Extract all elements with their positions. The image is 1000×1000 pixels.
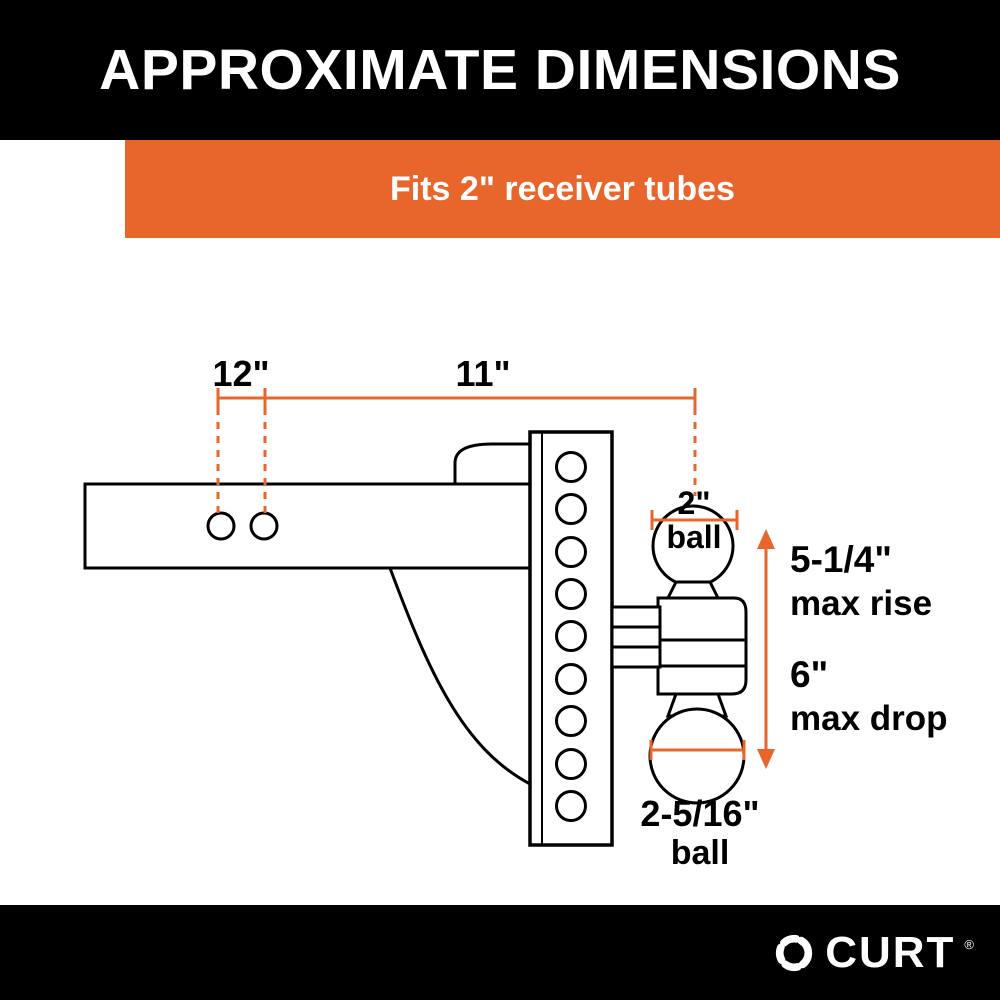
bottom-ball-word-label: ball: [671, 834, 730, 872]
hitch-dimension-diagram: 12" 11" 2" ball 5-1/4" max rise 6" max d…: [0, 238, 1000, 905]
adjustment-channel: [528, 430, 614, 847]
bottom-ball-size-label: 2-5/16": [640, 793, 759, 834]
bottom-ball: [648, 707, 746, 805]
receiver-banner-text: Fits 2" receiver tubes: [390, 169, 735, 208]
max-rise-value: 5-1/4": [790, 539, 892, 580]
ball-platform-block: [656, 596, 748, 696]
curt-logo: CURT ®: [772, 927, 974, 977]
top-ball-word-label: ball: [666, 519, 721, 555]
upper-weld-plate: [453, 442, 532, 486]
lower-gusset-plate: [387, 566, 532, 787]
receiver-banner: Fits 2" receiver tubes: [125, 140, 1000, 238]
shank-bar: [83, 482, 532, 570]
dual-ball-mount: [610, 504, 748, 805]
channel-holes: [555, 451, 587, 822]
arrow-up-icon: [757, 529, 775, 549]
max-drop-value: 6": [790, 654, 828, 695]
dim-shank-label: 12": [212, 353, 269, 394]
top-ball-neck: [665, 580, 721, 600]
hitch-diagram-svg: 12" 11" 2" ball 5-1/4" max rise 6" max d…: [83, 353, 948, 872]
channel-clamp: [610, 605, 662, 669]
curt-logo-icon: [776, 934, 813, 971]
dimension-lines: [216, 388, 775, 769]
registered-mark: ®: [964, 936, 974, 952]
shank-pin-hole-1: [206, 511, 236, 541]
arrow-down-icon: [757, 749, 775, 769]
shank-tube: [83, 442, 532, 787]
header-bar: APPROXIMATE DIMENSIONS: [0, 0, 1000, 140]
footer-bar: CURT ®: [0, 905, 1000, 1000]
page-title: APPROXIMATE DIMENSIONS: [99, 38, 901, 102]
max-rise-label: max rise: [790, 584, 932, 623]
shank-pin-hole-2: [249, 511, 279, 541]
top-ball-size-label: 2": [678, 485, 711, 521]
dim-span-label: 11": [455, 353, 510, 394]
curt-logo-text: CURT: [825, 927, 956, 977]
max-drop-label: max drop: [790, 699, 948, 738]
